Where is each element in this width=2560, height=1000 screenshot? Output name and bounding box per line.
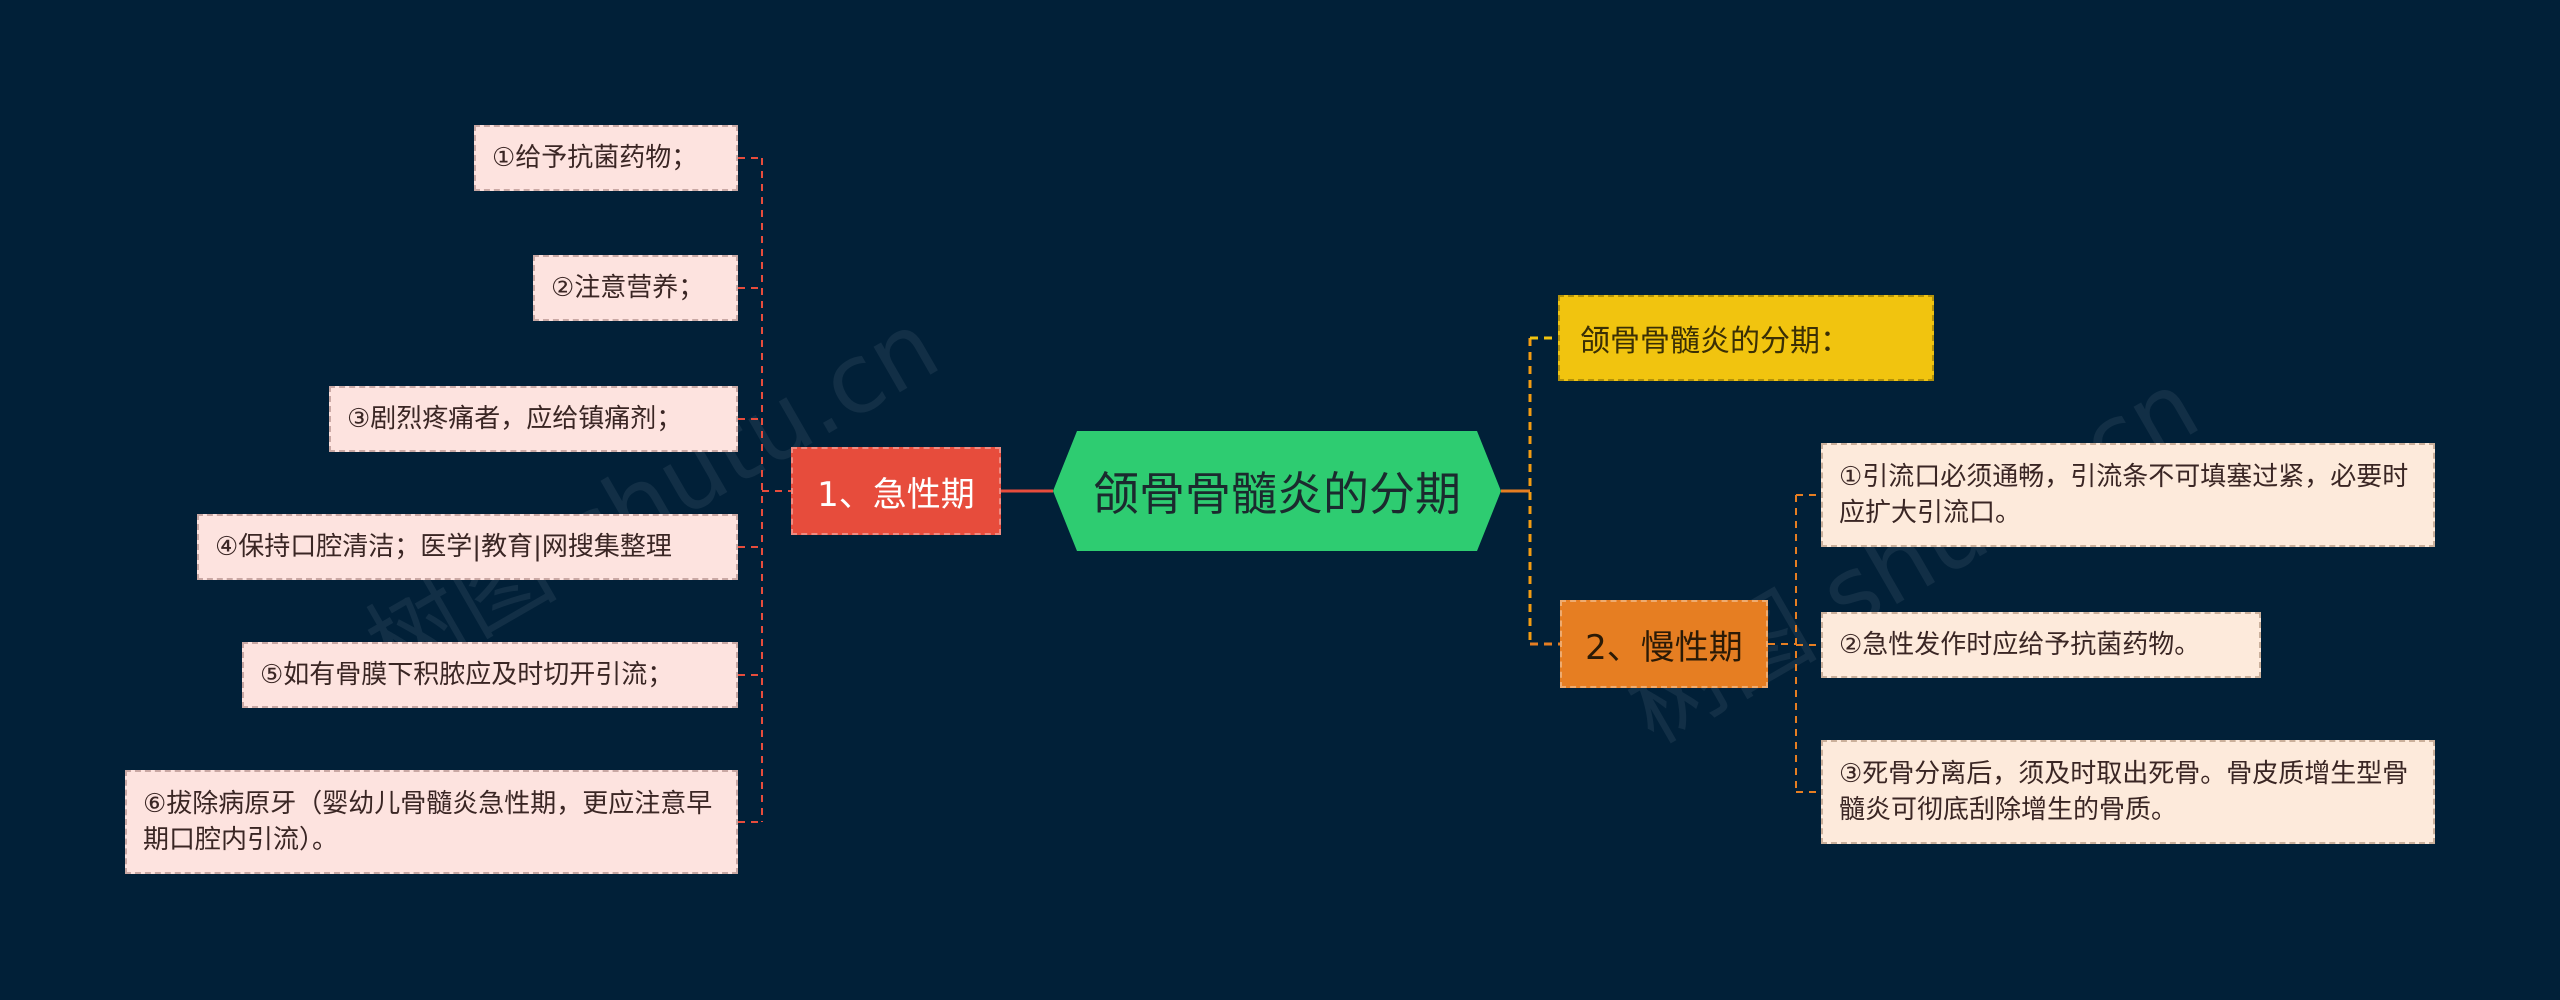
- chronic-item-2[interactable]: ②急性发作时应给予抗菌药物。: [1821, 612, 2261, 678]
- intro-node[interactable]: 颌骨骨髓炎的分期：: [1558, 295, 1934, 381]
- acute-item-6[interactable]: ⑥拔除病原牙（婴幼儿骨髓炎急性期，更应注意早期口腔内引流）。: [125, 770, 738, 874]
- branch-chronic-label: 2、慢性期: [1585, 627, 1743, 668]
- acute-item-2[interactable]: ②注意营养；: [533, 255, 738, 321]
- acute-item-text: ③剧烈疼痛者，应给镇痛剂；: [347, 404, 683, 434]
- central-topic[interactable]: 颌骨骨髓炎的分期: [1053, 431, 1501, 551]
- acute-item-text: ②注意营养；: [551, 273, 705, 303]
- acute-item-text: ④保持口腔清洁；医学|教育|网搜集整理: [215, 532, 672, 562]
- acute-item-text: ⑥拔除病原牙（婴幼儿骨髓炎急性期，更应注意早期口腔内引流）。: [143, 789, 713, 855]
- intro-node-label: 颌骨骨髓炎的分期：: [1580, 324, 1850, 359]
- branch-acute-stage[interactable]: 1、急性期: [791, 447, 1001, 535]
- acute-item-4[interactable]: ④保持口腔清洁；医学|教育|网搜集整理: [197, 514, 738, 580]
- branch-chronic-stage[interactable]: 2、慢性期: [1560, 600, 1768, 688]
- acute-item-text: ⑤如有骨膜下积脓应及时切开引流；: [260, 660, 674, 690]
- chronic-item-3[interactable]: ③死骨分离后，须及时取出死骨。骨皮质增生型骨髓炎可彻底刮除增生的骨质。: [1821, 740, 2435, 844]
- chronic-item-text: ②急性发作时应给予抗菌药物。: [1839, 630, 2201, 660]
- central-topic-shape: [1053, 431, 1501, 551]
- chronic-item-1[interactable]: ①引流口必须通畅，引流条不可填塞过紧，必要时应扩大引流口。: [1821, 443, 2435, 547]
- acute-item-5[interactable]: ⑤如有骨膜下积脓应及时切开引流；: [242, 642, 738, 708]
- chronic-item-text: ③死骨分离后，须及时取出死骨。骨皮质增生型骨髓炎可彻底刮除增生的骨质。: [1839, 759, 2409, 825]
- acute-item-3[interactable]: ③剧烈疼痛者，应给镇痛剂；: [329, 386, 738, 452]
- acute-item-1[interactable]: ①给予抗菌药物；: [474, 125, 738, 191]
- branch-acute-label: 1、急性期: [817, 474, 975, 515]
- central-topic-label: 颌骨骨髓炎的分期: [1093, 467, 1461, 521]
- acute-item-text: ①给予抗菌药物；: [492, 143, 698, 173]
- chronic-item-text: ①引流口必须通畅，引流条不可填塞过紧，必要时应扩大引流口。: [1839, 462, 2409, 528]
